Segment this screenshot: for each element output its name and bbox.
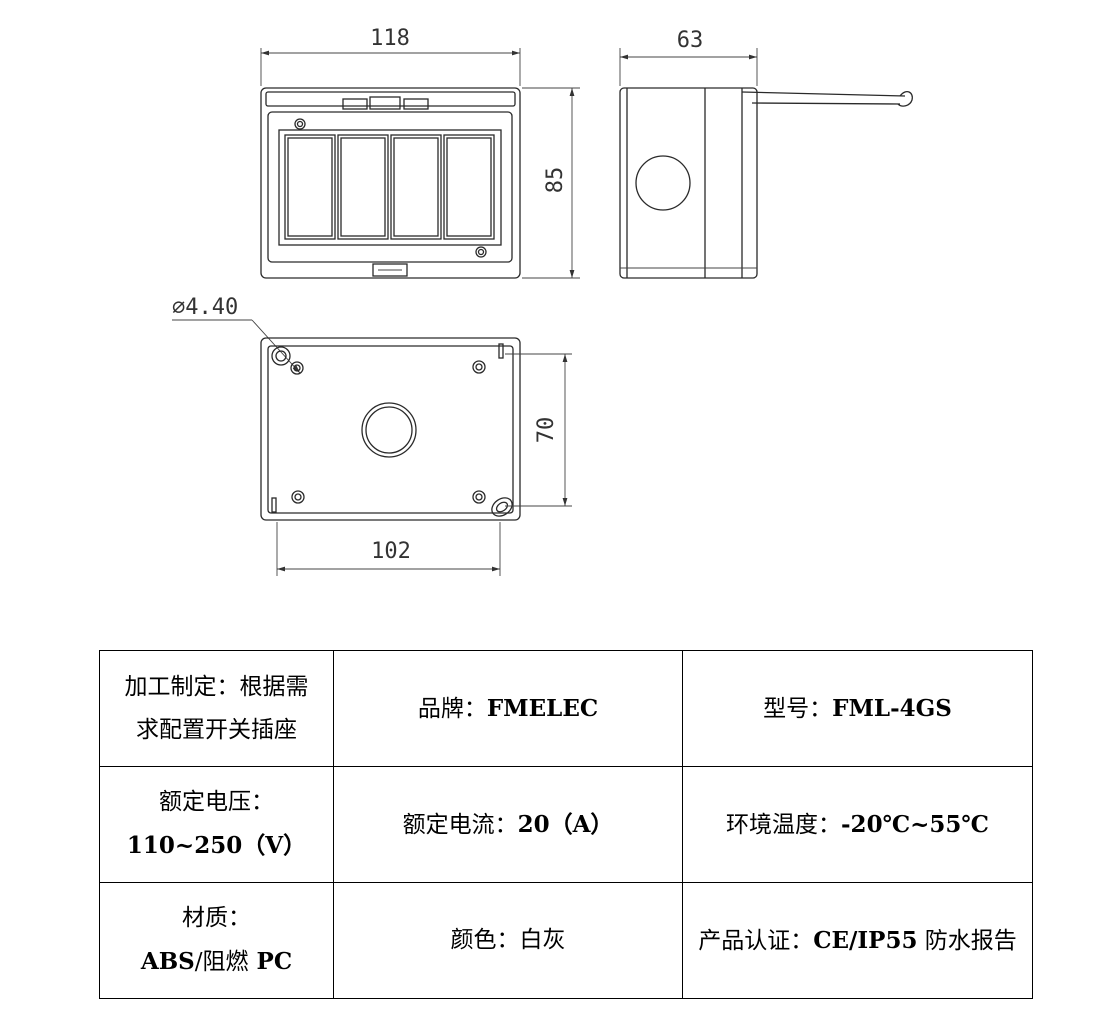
technical-drawing: 118 85 (172, 26, 913, 576)
cell-material: 材质： ABS/阻燃 PC (99, 882, 334, 999)
cell-brand: 品牌：FMELEC (333, 650, 683, 767)
dim-hole-diameter: ⌀4.40 (172, 295, 238, 320)
cell-customization: 加工制定：根据需 求配置开关插座 (99, 650, 334, 767)
dim-mount-width: 102 (371, 539, 411, 564)
mounting-view: ⌀4.40 70 102 (172, 295, 572, 576)
cell-rated-voltage: 额定电压： 110~250（V） (99, 766, 334, 883)
dim-front-width: 118 (370, 26, 410, 51)
dim-side-depth: 63 (677, 28, 704, 53)
cell-color: 颜色：白灰 (333, 882, 683, 999)
spec-table: 加工制定：根据需 求配置开关插座 品牌：FMELEC 型号：FML-4GS 额定… (99, 650, 1033, 999)
table-row: 材质： ABS/阻燃 PC 颜色：白灰 产品认证：CE/IP55 防水报告 (99, 882, 1033, 999)
cell-certification: 产品认证：CE/IP55 防水报告 (682, 882, 1033, 999)
table-row: 额定电压： 110~250（V） 额定电流：20（A） 环境温度：-20℃~55… (99, 766, 1033, 883)
dim-front-height: 85 (543, 167, 568, 194)
side-view: 63 (619, 28, 913, 279)
cell-ambient-temperature: 环境温度：-20℃~55℃ (682, 766, 1033, 883)
table-row: 加工制定：根据需 求配置开关插座 品牌：FMELEC 型号：FML-4GS (99, 650, 1033, 767)
cell-model: 型号：FML-4GS (682, 650, 1033, 767)
dim-mount-height: 70 (534, 417, 559, 444)
front-view: 118 85 (260, 26, 580, 279)
cell-rated-current: 额定电流：20（A） (333, 766, 683, 883)
